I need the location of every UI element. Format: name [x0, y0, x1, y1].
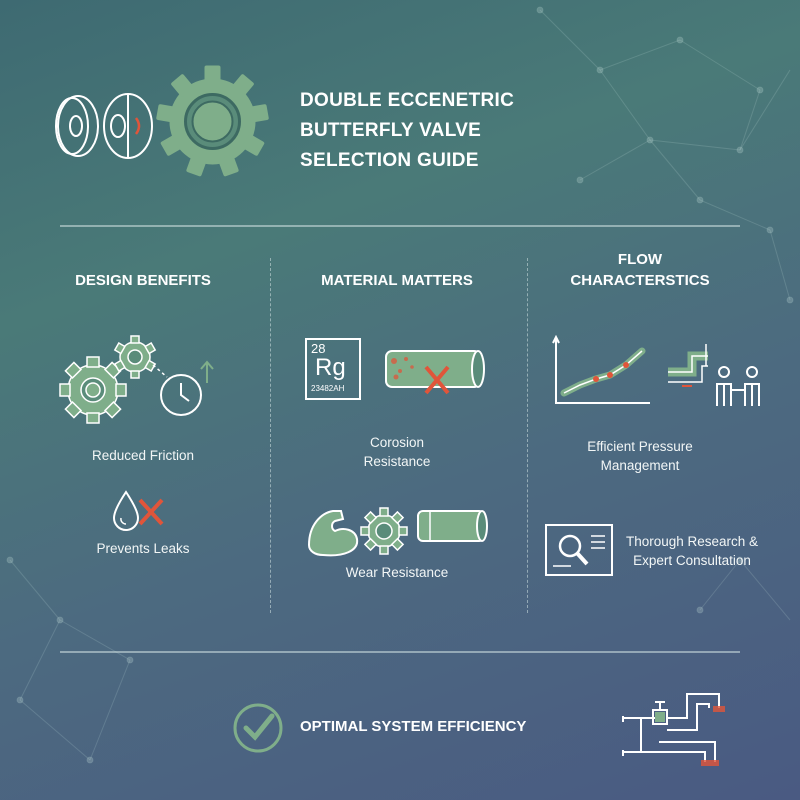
- research-document-icon: [545, 524, 613, 576]
- element-subtext: 23482AH: [311, 384, 345, 393]
- gear-icon: [156, 65, 269, 177]
- pressure-management-caption: Efficient Pressure Management: [545, 437, 735, 475]
- flow-heading: FLOW CHARACTERSTICS: [545, 249, 735, 291]
- element-symbol: Rg: [315, 354, 346, 381]
- corrosion-resistance-caption: Corosion Resistance: [302, 433, 492, 471]
- caption-line: Management: [600, 458, 680, 473]
- water-drop-icon: [112, 490, 164, 531]
- title-line: DOUBLE ECCENETRIC: [300, 90, 515, 111]
- page-title: DOUBLE ECCENETRIC BUTTERFLY VALVE SELECT…: [300, 86, 560, 176]
- caption-line: Resistance: [363, 454, 431, 469]
- pipe-icon: [417, 510, 488, 542]
- column-divider: [270, 258, 271, 613]
- research-consultation-caption: Thorough Research & Expert Consultation: [612, 532, 772, 570]
- caption-line: Thorough Research &: [625, 534, 759, 549]
- wear-resistance-caption: Wear Resistance: [345, 565, 449, 580]
- pipe-people-icon: [668, 344, 760, 406]
- bottom-divider: [60, 651, 740, 653]
- corroded-pipe-icon: [385, 350, 485, 395]
- design-heading: DESIGN BENEFITS: [75, 272, 211, 289]
- checkmark-circle-icon: [233, 703, 283, 753]
- prevents-leaks-caption: Prevents Leaks: [96, 541, 190, 556]
- gear-icon: [360, 507, 408, 555]
- muscle-arm-icon: [307, 510, 359, 557]
- gears-clock-icon: [59, 335, 214, 424]
- heading-line: CHARACTERSTICS: [570, 272, 710, 289]
- valve-disc-icon: [55, 93, 153, 159]
- pipe-system-icon: [622, 693, 725, 766]
- column-divider: [527, 258, 528, 613]
- periodic-element-icon: 28 Rg 23482AH: [305, 338, 361, 400]
- caption-line: Expert Consultation: [633, 553, 751, 568]
- caption-line: Corosion: [369, 435, 425, 450]
- material-heading: MATERIAL MATTERS: [321, 272, 473, 289]
- top-divider: [60, 225, 740, 227]
- heading-line: FLOW: [617, 251, 663, 268]
- caption-line: Efficient Pressure: [587, 439, 693, 454]
- title-line: BUTTERFLY VALVE: [300, 120, 482, 141]
- line-graph-icon: [552, 335, 650, 404]
- footer-label: OPTIMAL SYSTEM EFFICIENCY: [300, 718, 527, 735]
- title-line: SELECTION GUIDE: [300, 150, 479, 171]
- element-number: 28: [311, 341, 326, 356]
- reduced-friction-caption: Reduced Friction: [91, 448, 195, 463]
